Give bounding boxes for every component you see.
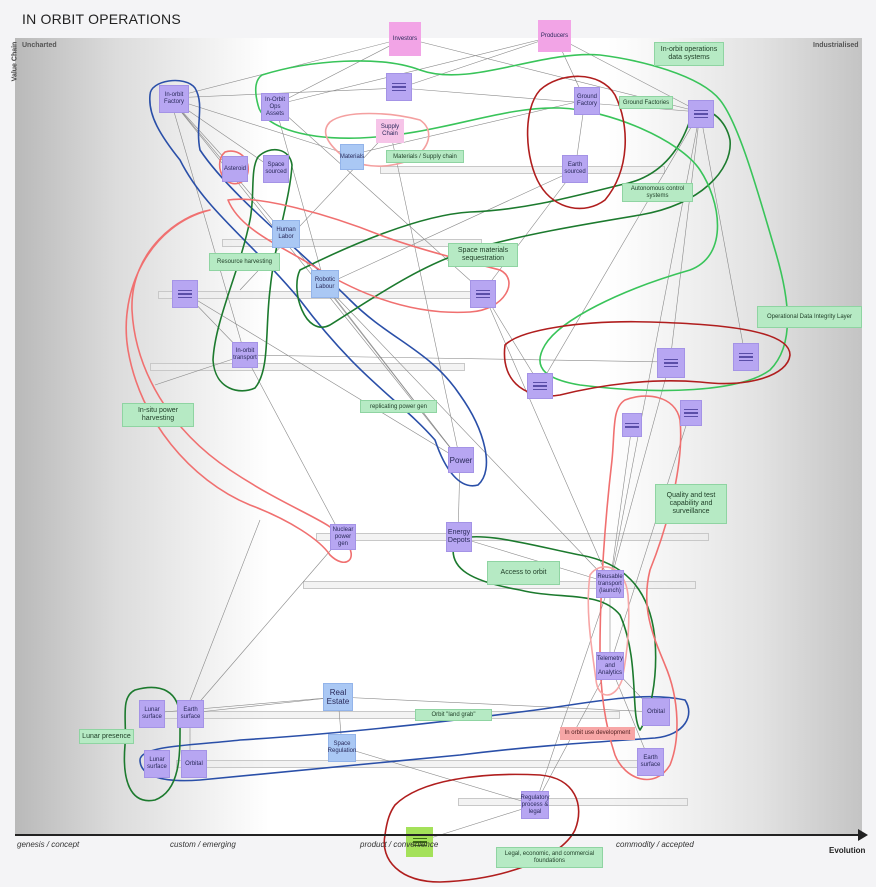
in-orbit-ops-assets-card[interactable]: In-Orbit Ops Assets — [261, 93, 289, 121]
note-autonomous-control[interactable]: Autonomous control systems — [622, 183, 693, 202]
lines-card[interactable] — [386, 73, 412, 101]
note-ground-factories[interactable]: Ground Factories — [619, 96, 673, 109]
lines-card[interactable] — [406, 827, 433, 857]
earth-sourced-card[interactable]: Earth sourced — [562, 155, 588, 183]
orbital-card[interactable]: Orbital — [642, 698, 670, 726]
regulatory-card[interactable]: Regulatory process & legal — [521, 791, 550, 819]
evolution-bar — [380, 166, 665, 174]
text-lines-icon — [664, 358, 678, 368]
energy-depots-card[interactable]: Energy Depots — [446, 522, 472, 552]
text-lines-icon — [533, 381, 547, 391]
evolution-bar — [458, 798, 688, 806]
evolution-axis-line — [15, 834, 863, 836]
page-title: IN ORBIT OPERATIONS — [22, 11, 181, 27]
text-lines-icon — [694, 109, 708, 119]
evolution-bar — [150, 363, 465, 371]
note-in-orbit-ops-data[interactable]: In-orbit operations data systems — [654, 42, 724, 66]
human-labor-card[interactable]: Human Labor — [272, 220, 300, 248]
lines-card[interactable] — [527, 373, 553, 399]
lines-card[interactable] — [688, 100, 714, 128]
asteroid-card[interactable]: Asteroid — [222, 156, 248, 182]
note-orbit-land-grab[interactable]: Orbit "land grab" — [415, 709, 492, 721]
earth-surface-card[interactable]: Earth surface — [637, 748, 664, 776]
note-lunar-presence[interactable]: Lunar presence — [79, 729, 134, 744]
ground-factory-card[interactable]: Ground Factory — [574, 87, 600, 115]
robotic-labour-card[interactable]: Robotic Labour — [311, 270, 339, 298]
supply-chain-card[interactable]: Supply Chain — [376, 119, 404, 143]
text-lines-icon — [392, 82, 406, 92]
stage-custom: custom / emerging — [170, 840, 236, 849]
space-regulation-card[interactable]: Space Regulation — [328, 734, 356, 762]
lines-card[interactable] — [680, 400, 702, 426]
lunar-surface-card[interactable]: Lunar surface — [144, 750, 170, 778]
evolution-arrow-icon — [858, 829, 868, 841]
lines-card[interactable] — [733, 343, 759, 371]
in-orbit-use-card[interactable]: In orbit use development — [560, 727, 635, 740]
text-lines-icon — [476, 289, 490, 299]
stage-commodity: commodity / accepted — [616, 840, 694, 849]
text-lines-icon — [684, 408, 698, 418]
industrialised-label: Industrialised — [813, 42, 859, 49]
lines-card[interactable] — [470, 280, 496, 308]
evolution-axis-label: Evolution — [829, 846, 866, 855]
earth-surface-card[interactable]: Earth surface — [177, 700, 204, 728]
lines-card[interactable] — [172, 280, 198, 308]
power-card[interactable]: Power — [448, 447, 474, 473]
note-legal-foundations[interactable]: Legal, economic, and commercial foundati… — [496, 847, 603, 868]
note-access-to-orbit[interactable]: Access to orbit — [487, 561, 560, 585]
note-in-situ-power[interactable]: In-situ power harvesting — [122, 403, 194, 427]
lines-card[interactable] — [657, 348, 685, 378]
note-quality-test[interactable]: Quality and test capability and surveill… — [655, 484, 727, 524]
orbital-card[interactable]: Orbital — [181, 750, 207, 778]
note-operational-data[interactable]: Operational Data Integrity Layer — [757, 306, 862, 328]
note-space-materials[interactable]: Space materials sequestration — [448, 243, 518, 267]
note-resource-harvesting[interactable]: Resource harvesting — [209, 253, 280, 271]
in-orbit-transport-card[interactable]: In-orbit transport — [232, 342, 258, 368]
stage-genesis: genesis / concept — [17, 840, 80, 849]
reusable-transport-card[interactable]: Reusable transport (launch) — [596, 570, 624, 598]
real-estate-card[interactable]: Real Estate — [323, 683, 353, 711]
telemetry-card[interactable]: Telemetry and Analytics — [596, 652, 624, 680]
text-lines-icon — [178, 289, 192, 299]
materials-card[interactable]: Materials — [340, 144, 364, 170]
text-lines-icon — [625, 422, 639, 428]
producers-card[interactable]: Producers — [538, 20, 571, 52]
lunar-surface-card[interactable]: Lunar surface — [139, 700, 165, 728]
text-lines-icon — [412, 837, 427, 847]
note-materials-supply[interactable]: Materials / Supply chain — [386, 150, 464, 163]
uncharted-label: Uncharted — [22, 42, 57, 49]
text-lines-icon — [739, 352, 753, 362]
nuclear-gen-card[interactable]: Nuclear power gen — [330, 524, 356, 550]
stage-product: product / convenience — [360, 840, 439, 849]
space-sourced-card[interactable]: Space sourced — [263, 155, 289, 183]
in-orbit-factory-card[interactable]: In-orbit Factory — [159, 85, 189, 113]
note-replicating-power[interactable]: replicating power gen — [360, 400, 437, 413]
investors-card[interactable]: Investors — [389, 22, 421, 56]
lines-card[interactable] — [622, 413, 642, 437]
